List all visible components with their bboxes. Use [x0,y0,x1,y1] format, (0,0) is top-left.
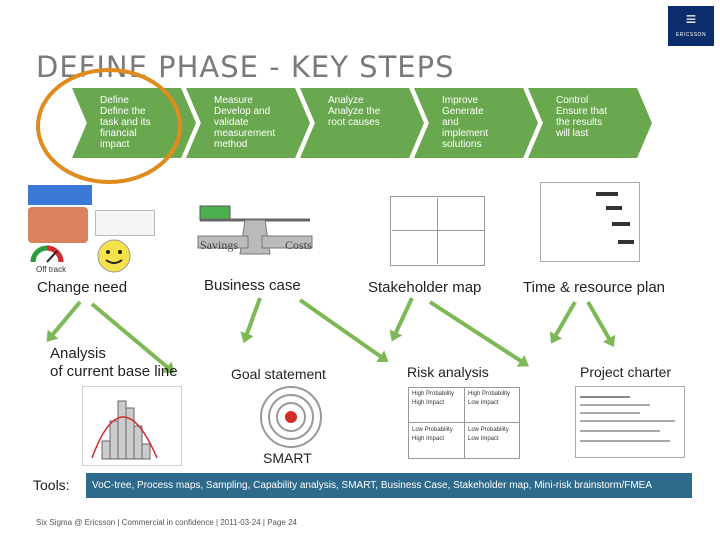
arrow [553,301,577,338]
smiley-icon [97,239,131,273]
gantt-bar [618,240,634,244]
risk-quadrant-4: Low Probability Low Impact [468,426,509,444]
risk-impact: High Impact [412,436,445,442]
document-thumbnail [95,210,155,236]
risk-probability: Low Probability [412,427,453,433]
charter-line [580,420,675,422]
analysis-label: Analysis of current base line [50,345,178,381]
charter-thumbnail [575,386,685,458]
divider [437,198,438,264]
arrow [428,300,524,364]
risk-quadrant-2: High Probability Low Impact [468,390,510,408]
phase-label: Improve [442,95,479,106]
ericsson-logo: ≡ ERICSSON [668,6,714,46]
define-highlight-ellipse [36,68,182,184]
change-need-label: Change need [37,279,128,296]
gantt-bar [606,206,622,210]
analysis-line2: of current base line [50,363,178,380]
arrow [393,297,414,336]
phase-desc: Ensure that the results will last [556,106,608,139]
smart-label: SMART [263,450,312,466]
phase-desc: Develop and validate measurement method [214,106,276,150]
phase-desc: Analyze the root causes [328,106,381,128]
phase-improve: Improve Generate and implement solutions [414,88,538,158]
costs-label: Costs [285,238,312,252]
footer: Six Sigma @ Ericsson | Commercial in con… [36,518,297,527]
risk-analysis-label: Risk analysis [407,364,489,380]
phase-label: Analyze [328,95,364,106]
histogram-icon [82,386,182,466]
risk-probability: Low Probability [468,427,509,433]
divider [392,230,484,231]
phase-analyze: Analyze Analyze the root causes [300,88,424,158]
scale-icon [197,205,313,255]
tools-bar: VoC-tree, Process maps, Sampling, Capabi… [86,473,692,498]
charter-line [580,430,660,432]
risk-quadrant-1: High Probability High Impact [412,390,454,408]
off-track-label: Off track [36,265,67,274]
goal-statement-label: Goal statement [231,366,326,382]
blue-banner [28,185,92,205]
arrow [298,298,384,359]
risk-probability: High Probability [468,391,511,397]
phase-label: Control [556,95,589,106]
person-photo [28,207,88,243]
savings-label: Savings [200,238,239,252]
logo-word: ERICSSON [675,32,707,38]
divider [409,422,519,423]
risk-quadrant-3: Low Probability High Impact [412,426,453,444]
business-case-label: Business case [204,277,301,294]
risk-impact: High Impact [412,400,445,406]
phase-desc: Generate and implement solutions [442,106,489,150]
gauge-icon [30,245,64,263]
risk-impact: Low Impact [468,400,499,406]
charter-line [580,396,630,398]
stakeholder-map-label: Stakeholder map [368,279,482,296]
divider [464,388,465,458]
time-resource-plan-label: Time & resource plan [523,279,666,296]
target-icon [260,386,322,448]
arrow [50,300,82,337]
arrow [244,297,262,337]
gantt-bar [612,222,630,226]
risk-probability: High Probability [412,391,455,397]
analysis-line1: Analysis [50,345,106,362]
charter-line [580,440,670,442]
phase-control: Control Ensure that the results will las… [528,88,652,158]
tools-label: Tools: [33,477,70,493]
charter-line [580,412,640,414]
phase-label: Measure [214,95,253,106]
phase-measure: Measure Develop and validate measurement… [186,88,310,158]
gantt-bar [596,192,618,196]
arrow [586,301,612,342]
project-charter-label: Project charter [580,364,672,380]
ericsson-mark-icon: ≡ [685,9,697,29]
risk-impact: Low Impact [468,436,499,442]
charter-line [580,404,650,406]
